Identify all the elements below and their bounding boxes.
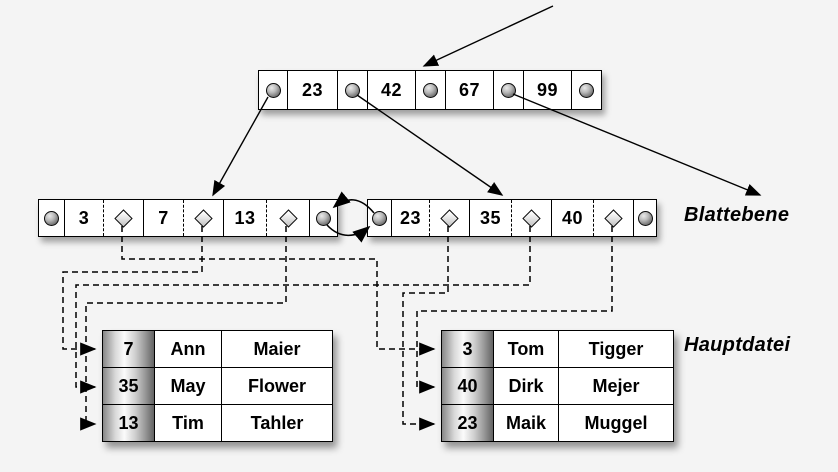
root-key: 99 <box>536 79 559 100</box>
main-file-table-left: 7 Ann Maier 35 May Flower 13 Tim Tahler <box>102 330 333 442</box>
last-name-cell: Mejer <box>558 368 673 404</box>
first-name-cell: Ann <box>154 331 221 367</box>
table-row: 40 Dirk Mejer <box>442 367 673 404</box>
record-pointer-diamond-icon <box>440 208 459 228</box>
pointer-cell <box>337 71 367 109</box>
table-row: 13 Tim Tahler <box>103 404 332 441</box>
root-node: 23 42 67 99 <box>258 70 602 110</box>
pointer-circle-icon <box>316 210 331 226</box>
pointer-circle-icon <box>44 210 59 226</box>
key-cell: 40 <box>551 200 593 236</box>
last-name-cell: Tigger <box>558 331 673 367</box>
first-name-cell: Dirk <box>493 368 558 404</box>
key-value-cell: 40 <box>442 368 493 404</box>
main-file-table-right: 3 Tom Tigger 40 Dirk Mejer 23 Maik Mugge… <box>441 330 674 442</box>
key-cell: 35 <box>469 200 511 236</box>
first-name-cell: Tom <box>493 331 558 367</box>
last-name-cell: Muggel <box>558 405 673 441</box>
pointer-circle-icon <box>423 82 438 98</box>
key-value-cell: 7 <box>103 331 154 367</box>
pointer-cell <box>309 200 337 236</box>
key-cell: 13 <box>223 200 266 236</box>
table-row: 35 May Flower <box>103 367 332 404</box>
pointer-circle-icon <box>501 82 516 98</box>
table-row: 23 Maik Muggel <box>442 404 673 441</box>
pointer-cell <box>633 200 656 236</box>
pointer-circle-icon <box>345 82 360 98</box>
pointer-circle-icon <box>265 82 281 98</box>
record-pointer-diamond-icon <box>604 208 623 228</box>
table-row: 3 Tom Tigger <box>442 331 673 367</box>
pointer-cell <box>368 200 391 236</box>
key-value-cell: 13 <box>103 405 154 441</box>
record-ref-cell <box>429 200 469 236</box>
key-cell: 23 <box>287 71 337 109</box>
record-pointer-diamond-icon <box>278 208 298 228</box>
key-cell: 3 <box>64 200 103 236</box>
pointer-cell <box>39 200 64 236</box>
last-name-cell: Flower <box>221 368 332 404</box>
key-cell: 99 <box>523 71 571 109</box>
root-key: 67 <box>458 79 481 100</box>
arrow-root-to-left-leaf <box>212 96 269 197</box>
last-name-cell: Maier <box>221 331 332 367</box>
key-value-cell: 35 <box>103 368 154 404</box>
leaf-node-left: 3 7 13 <box>38 199 338 237</box>
leaf-key: 23 <box>399 207 422 228</box>
key-cell: 23 <box>391 200 429 236</box>
first-name-cell: May <box>154 368 221 404</box>
leaf-key: 13 <box>234 207 256 228</box>
key-cell: 7 <box>143 200 183 236</box>
record-ref-cell <box>593 200 633 236</box>
pointer-cell <box>571 71 601 109</box>
main-file-label: Hauptdatei <box>684 334 791 356</box>
key-value-cell: 3 <box>442 331 493 367</box>
leaf-key: 3 <box>78 207 90 228</box>
record-pointer-diamond-icon <box>114 208 133 228</box>
key-cell: 67 <box>445 71 493 109</box>
table-row: 7 Ann Maier <box>103 331 332 367</box>
record-ref-cell <box>183 200 223 236</box>
arrow-root-to-right-leaf <box>356 94 504 196</box>
leaf-key: 35 <box>479 207 502 228</box>
leaf-key: 40 <box>561 207 584 228</box>
record-ref-cell <box>103 200 143 236</box>
pointer-circle-icon <box>579 82 594 98</box>
record-ref-cell <box>511 200 551 236</box>
last-name-cell: Tahler <box>221 405 332 441</box>
root-key: 23 <box>301 79 324 100</box>
pointer-cell <box>415 71 445 109</box>
pointer-circle-icon <box>372 210 387 226</box>
leaf-key: 7 <box>158 207 169 228</box>
pointer-circle-icon <box>637 210 653 226</box>
leaf-level-label: Blattebene <box>684 204 790 226</box>
record-ref-cell <box>266 200 309 236</box>
pointer-cell <box>493 71 523 109</box>
record-pointer-diamond-icon <box>522 208 541 228</box>
pointer-cell <box>259 71 287 109</box>
first-name-cell: Maik <box>493 405 558 441</box>
leaf-node-right: 23 35 40 <box>367 199 657 237</box>
root-key: 42 <box>380 79 403 100</box>
key-cell: 42 <box>367 71 415 109</box>
key-value-cell: 23 <box>442 405 493 441</box>
root-pointer-arrow <box>422 5 554 67</box>
record-pointer-diamond-icon <box>194 208 213 228</box>
first-name-cell: Tim <box>154 405 221 441</box>
